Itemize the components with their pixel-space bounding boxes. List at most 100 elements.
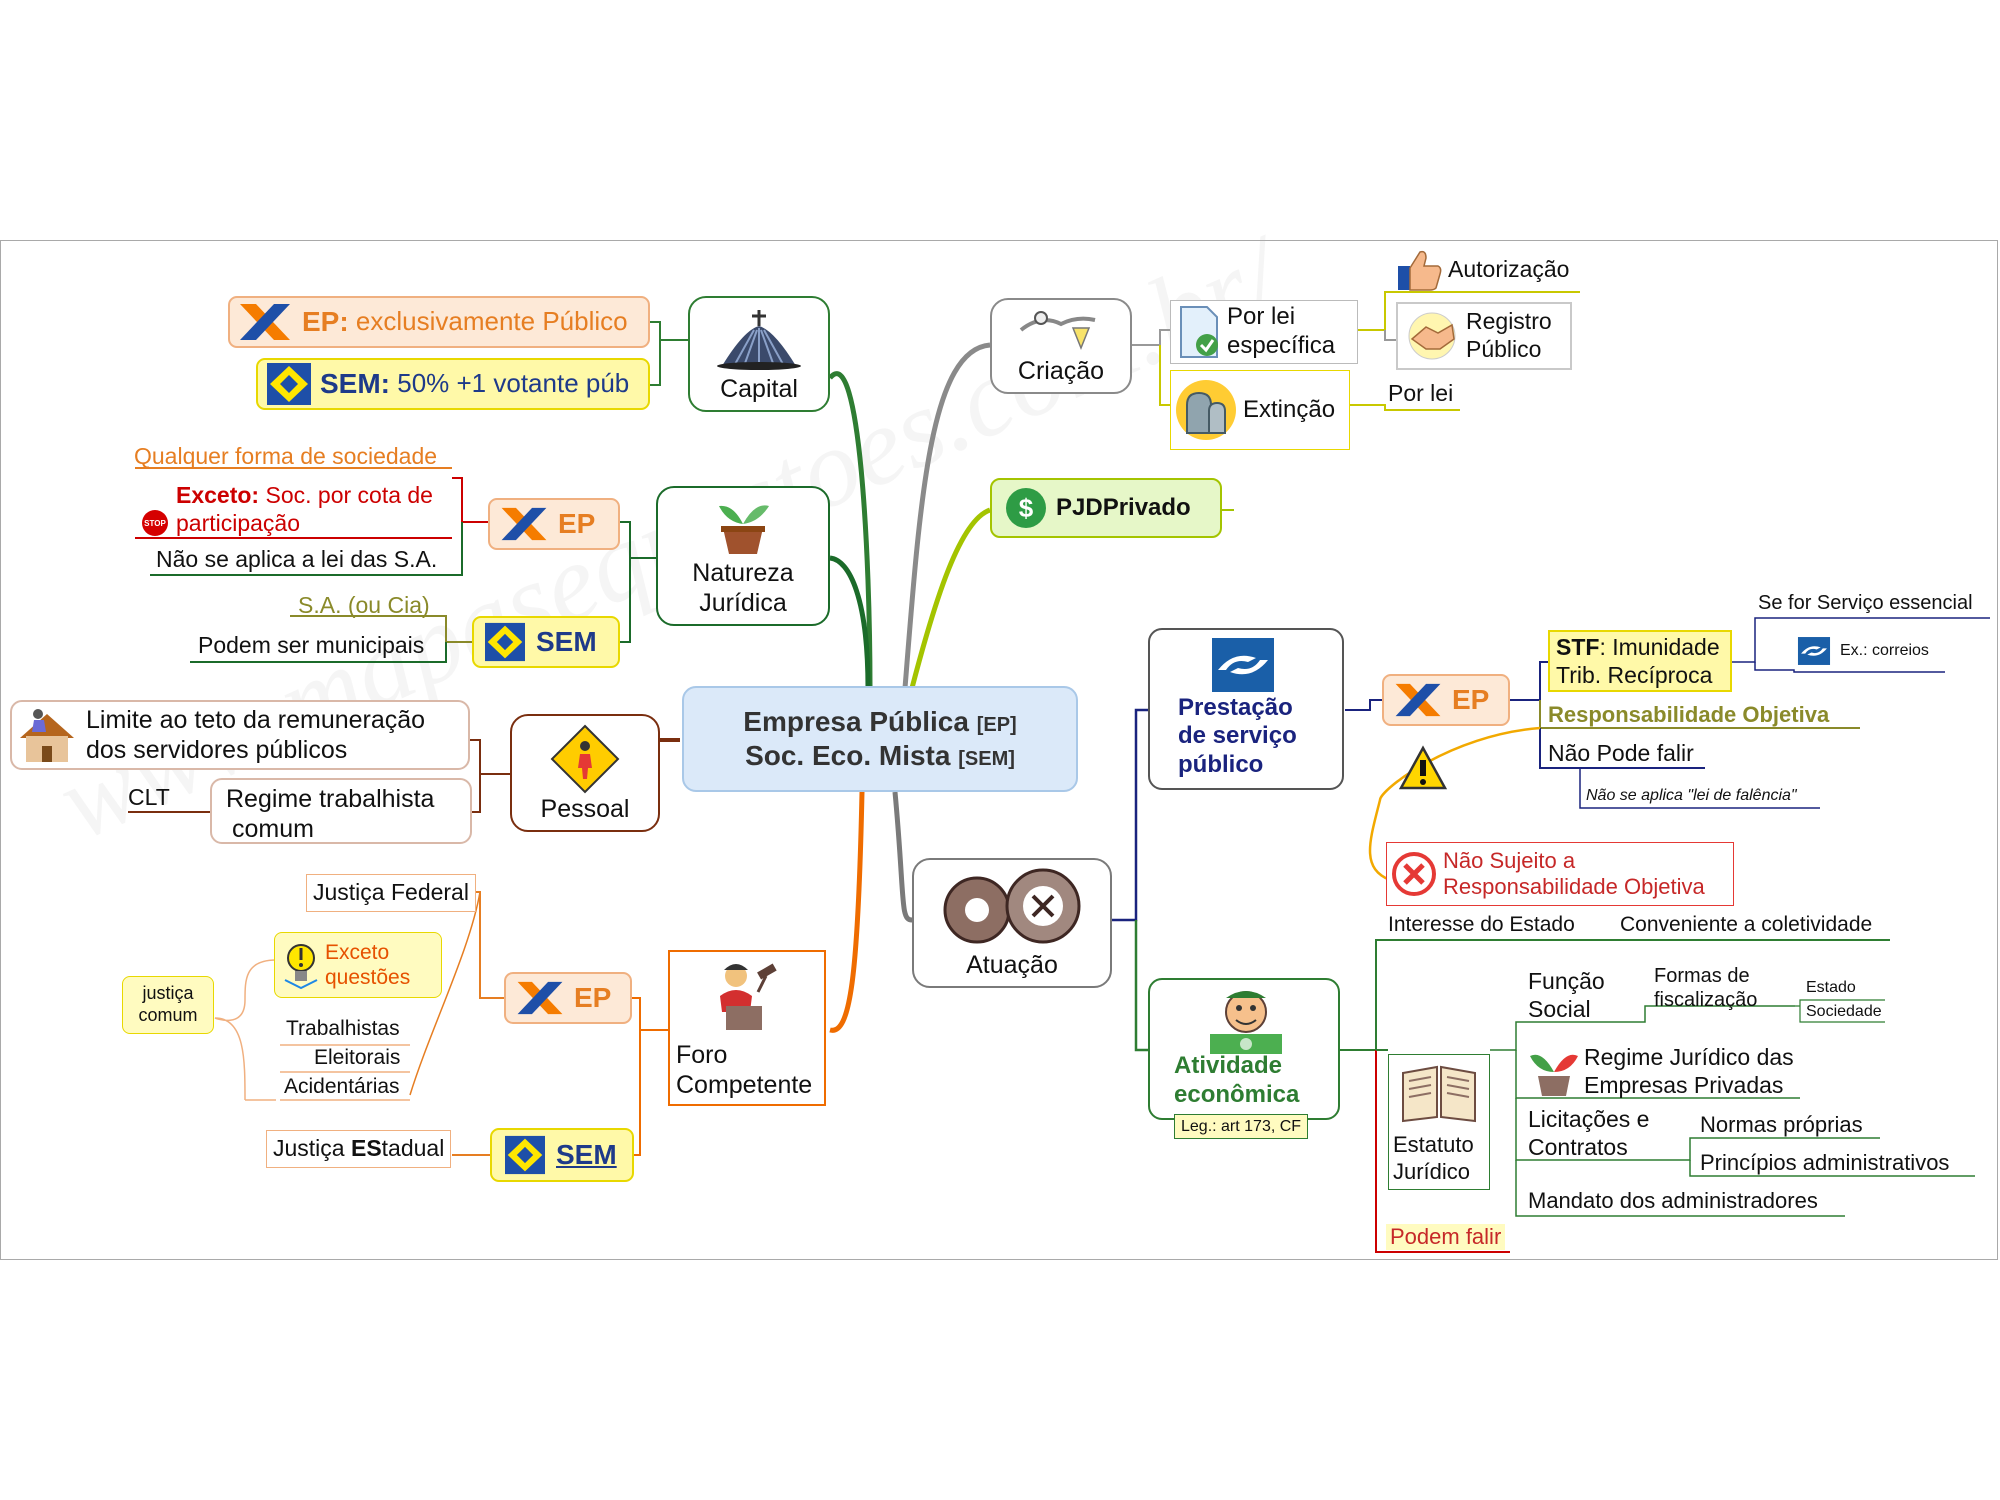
capital-sem-item[interactable]: SEM: 50% +1 votante púb	[256, 358, 650, 410]
svg-text:$: $	[1019, 493, 1034, 523]
atividade-conveniente: Conveniente a coletividade	[1620, 913, 1873, 936]
center-title-line2: Soc. Eco. Mista	[745, 740, 951, 771]
criacao-registro-1: Registro	[1466, 308, 1552, 335]
foro-sem-item[interactable]: SEM	[490, 1128, 634, 1182]
atividade-funcao-1: Função	[1528, 968, 1605, 994]
atuacao-node[interactable]: Atuação	[912, 858, 1112, 988]
atividade-label-2: econômica	[1174, 1081, 1300, 1109]
prestacao-ep-item[interactable]: EP	[1382, 674, 1510, 726]
foro-acidentarias: Acidentárias	[284, 1075, 400, 1098]
atuacao-label: Atuação	[966, 951, 1058, 979]
atividade-funcao-2: Social	[1528, 995, 1591, 1022]
prestacao-servico-essencial: Se for Serviço essencial	[1758, 592, 1973, 614]
foro-trabalhistas: Trabalhistas	[286, 1017, 400, 1040]
natureza-label-1: Natureza	[692, 559, 794, 587]
natureza-ep-tag: EP	[558, 508, 596, 540]
natureza-exceto-text2: participação	[176, 509, 301, 536]
foro-exceto-1: Exceto	[325, 940, 390, 964]
atividade-nao-sujeito-1: Não Sujeito a	[1443, 847, 1576, 873]
natureza-sem-item[interactable]: SEM	[472, 616, 620, 668]
capital-sem-text: 50% +1 votante púb	[397, 368, 630, 399]
ep-logo-icon	[517, 981, 563, 1015]
atividade-estado: Estado	[1806, 979, 1856, 996]
center-tag-sem: [SEM]	[958, 748, 1015, 770]
natureza-qualquer: Qualquer forma de sociedade	[134, 443, 438, 469]
natureza-nao-sa: Não se aplica a lei das S.A.	[156, 546, 438, 572]
prestacao-stf: STF: Imunidade Trib. Recíproca	[1548, 630, 1732, 692]
foro-ep-item[interactable]: EP	[504, 972, 632, 1024]
error-x-icon	[1392, 852, 1436, 896]
criacao-registro-2: Público	[1466, 336, 1542, 362]
center-title-line1: Empresa Pública	[743, 706, 969, 738]
prestacao-node[interactable]: Prestação de serviço público	[1148, 628, 1344, 790]
atividade-regime-1: Regime Jurídico das	[1584, 1044, 1794, 1070]
atividade-label-1: Atividade	[1174, 1052, 1283, 1080]
pessoal-limite-1: Limite ao teto da remuneração	[86, 706, 426, 734]
atividade-licitacoes-1: Licitações e	[1528, 1106, 1650, 1132]
thumbs-up-icon	[1398, 250, 1442, 291]
prestacao-label-2: de serviço	[1178, 722, 1297, 750]
ep-logo-icon	[240, 304, 290, 340]
house-worker-icon	[20, 709, 74, 762]
cathedral-icon	[717, 310, 801, 370]
foro-label-2: Competente	[676, 1071, 813, 1099]
pjd-node[interactable]: $ PJDPrivado	[990, 478, 1222, 538]
center-topic[interactable]: Empresa Pública [EP] Soc. Eco. Mista [SE…	[682, 686, 1078, 792]
foro-label-1: Foro	[676, 1041, 728, 1069]
atividade-formas-1: Formas de	[1654, 965, 1750, 987]
correios-logo-icon	[1797, 637, 1831, 665]
natureza-node[interactable]: Natureza Jurídica	[656, 486, 830, 626]
capital-ep-item[interactable]: EP: exclusivamente Público	[228, 296, 650, 348]
atividade-estatuto-1: Estatuto	[1393, 1132, 1474, 1158]
foro-eleitorais: Eleitorais	[314, 1046, 401, 1069]
prestacao-label-1: Prestação	[1178, 693, 1293, 721]
foro-node[interactable]: Foro Competente	[668, 950, 826, 1106]
prestacao-correios-text: Ex.: correios	[1840, 642, 1929, 660]
pessoal-label: Pessoal	[540, 795, 630, 823]
diagram-frame	[0, 240, 1998, 1260]
prestacao-nao-falir: Não Pode falir	[1548, 740, 1694, 766]
atividade-licitacoes-2: Contratos	[1528, 1133, 1628, 1160]
prestacao-correios-example: Ex.: correios	[1796, 636, 1929, 666]
atividade-formas-2: fiscalização	[1654, 989, 1758, 1011]
prestacao-stf-tag: STF	[1556, 634, 1600, 660]
prestacao-stf-text1: : Imunidade	[1599, 634, 1720, 660]
foro-estadual-bold: ES	[350, 1135, 382, 1161]
criacao-extincao-text: Extinção	[1243, 395, 1336, 423]
criacao-node[interactable]: Criação	[990, 298, 1132, 394]
pessoal-clt: CLT	[128, 784, 170, 810]
capital-ep-tag: EP:	[302, 306, 349, 338]
atividade-node[interactable]: Atividade econômica	[1148, 978, 1340, 1120]
prestacao-lei-falencia: Não se aplica "lei de falência"	[1586, 787, 1797, 804]
ep-logo-icon	[1395, 683, 1441, 717]
gears-icon	[943, 868, 1081, 944]
lightbulb-icon	[284, 944, 318, 990]
criacao-label: Criação	[1017, 357, 1105, 385]
foro-estadual-post: tadual	[381, 1135, 445, 1161]
prestacao-stf-text2: Trib. Recíproca	[1556, 661, 1713, 688]
stork-icon	[1019, 311, 1096, 351]
pessoal-regime-2: comum	[232, 815, 314, 843]
center-tag-ep: [EP]	[976, 714, 1017, 737]
natureza-sem-tag: SEM	[536, 626, 597, 658]
pessoal-limite-2: dos servidores públicos	[86, 736, 348, 764]
foro-comum-2: comum	[138, 1004, 198, 1025]
prestacao-resp-objetiva: Responsabilidade Objetiva	[1548, 702, 1830, 727]
pessoal-node[interactable]: Pessoal	[510, 714, 660, 832]
atividade-estatuto: Estatuto Jurídico	[1388, 1054, 1490, 1190]
dollar-coin-icon: $	[1006, 488, 1046, 528]
criacao-autorizacao: Autorização	[1396, 248, 1569, 292]
open-book-icon	[1402, 1065, 1476, 1123]
ep-logo-icon	[501, 507, 547, 541]
atividade-normas: Normas próprias	[1700, 1112, 1863, 1137]
natureza-label-2: Jurídica	[699, 589, 787, 617]
correios-logo-icon	[1212, 638, 1274, 692]
prestacao-ep-tag: EP	[1452, 684, 1490, 716]
natureza-ep-item[interactable]: EP	[488, 498, 620, 550]
capital-node[interactable]: Capital	[688, 296, 830, 412]
